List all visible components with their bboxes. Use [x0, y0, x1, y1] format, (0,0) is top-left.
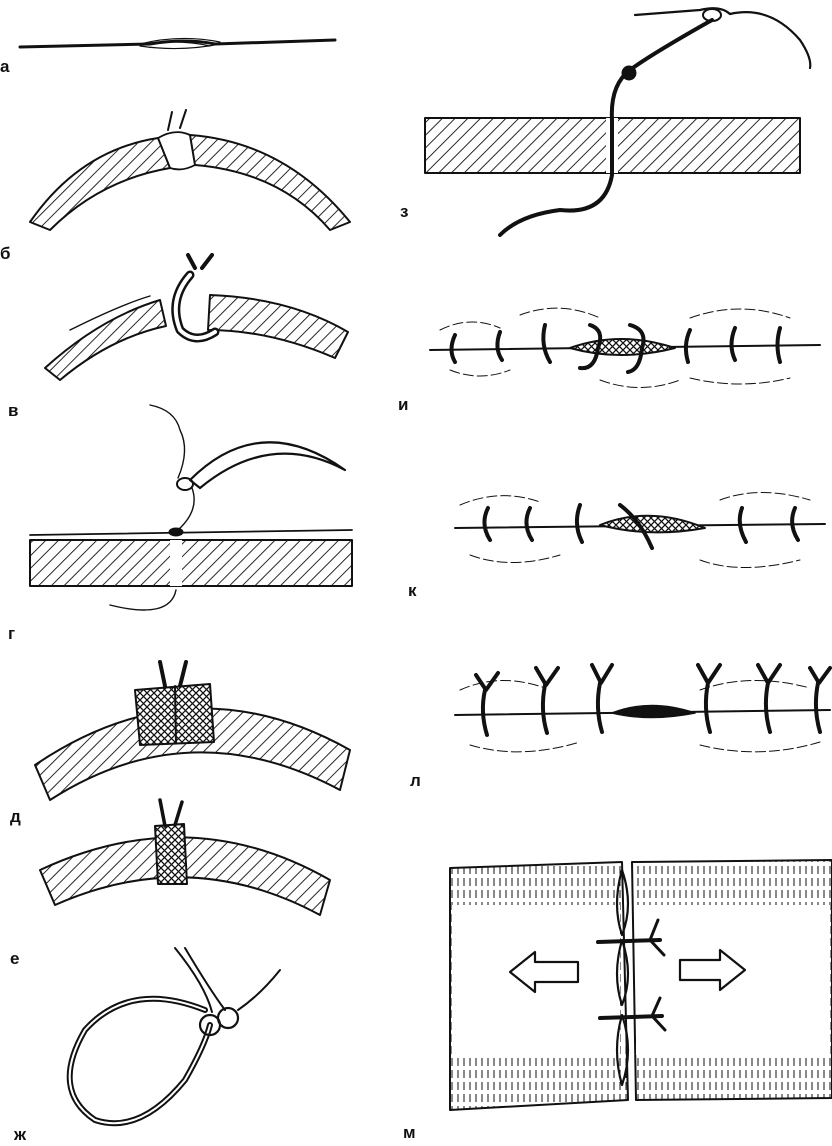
panel-label-z: з: [400, 202, 409, 221]
panel-m-tension-arrows: [449, 859, 832, 1111]
panel-label-g: г: [8, 624, 16, 643]
panel-e-tissue-plug: [39, 798, 331, 916]
panel-label-e: е: [10, 949, 20, 968]
panel-label-b: б: [0, 244, 11, 263]
panel-k-suture-row: [454, 492, 826, 568]
panel-label-d: д: [10, 807, 21, 826]
panel-b-wound-closed: [29, 109, 351, 231]
panel-label-m: м: [403, 1123, 416, 1142]
panel-d-tissue-plug: [34, 660, 351, 801]
panel-label-k: к: [408, 581, 417, 600]
panel-label-l: л: [410, 771, 421, 790]
panel-zh-loop-knot: [66, 947, 281, 1127]
panel-z-thread-needle: [424, 7, 812, 237]
panel-label-i: и: [398, 395, 409, 414]
panel-label-a: а: [0, 57, 10, 76]
panel-g-needle-pass: [29, 404, 353, 611]
panel-label-v: в: [8, 401, 19, 420]
panel-v-suture-loop: [44, 253, 349, 381]
panel-i-suture-row: [429, 307, 821, 388]
panel-a-thread: [18, 37, 337, 50]
panel-label-zh: ж: [14, 1125, 27, 1144]
panel-l-knotted-sutures: [454, 663, 832, 753]
